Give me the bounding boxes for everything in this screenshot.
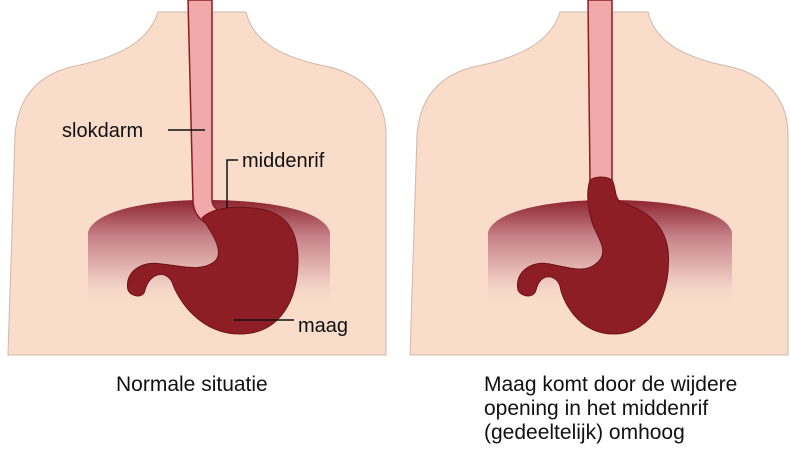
label-stomach: maag bbox=[298, 315, 348, 337]
esophagus-right bbox=[588, 0, 612, 180]
caption-hernia: Maag komt door de wijdere opening in het… bbox=[484, 373, 737, 445]
normal-panel: slokdarm middenrif maag bbox=[8, 0, 386, 355]
label-esophagus: slokdarm bbox=[62, 120, 143, 142]
label-diaphragm: middenrif bbox=[242, 150, 325, 172]
caption-normal: Normale situatie bbox=[116, 373, 268, 397]
caption-hernia-line: (gedeeltelijk) omhoog bbox=[484, 421, 737, 445]
hernia-panel bbox=[410, 0, 788, 355]
caption-hernia-line: Maag komt door de wijdere bbox=[484, 373, 737, 397]
caption-hernia-line: opening in het middenrif bbox=[484, 397, 737, 421]
